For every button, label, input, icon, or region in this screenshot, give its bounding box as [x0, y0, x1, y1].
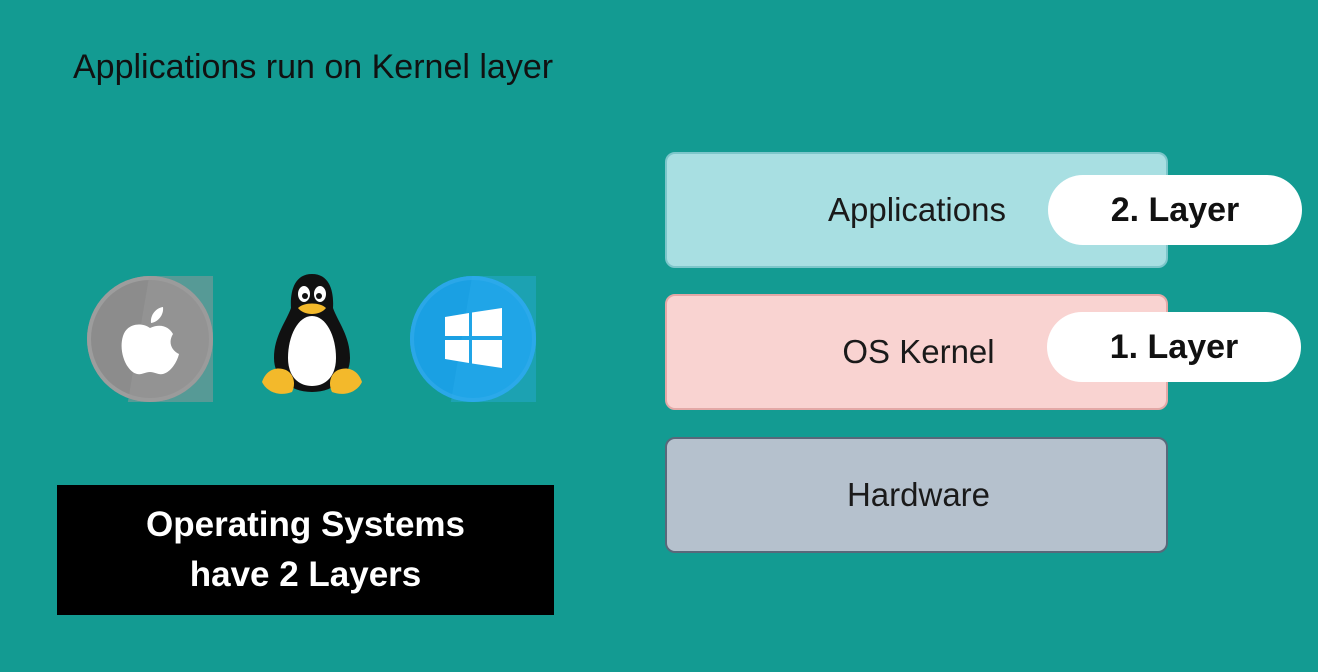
apple-icon — [87, 276, 213, 402]
applications-layer-label: Applications — [828, 191, 1006, 228]
layer-1-badge: 1. Layer — [1047, 312, 1301, 382]
linux-tux-icon — [256, 270, 368, 400]
page-title: Applications run on Kernel layer — [73, 48, 554, 86]
hardware-layer-label: Hardware — [846, 476, 991, 513]
os-kernel-layer-label: OS Kernel — [842, 333, 995, 370]
caption-line-2: have 2 Layers — [189, 555, 422, 594]
caption-line-1: Operating Systems — [146, 505, 465, 544]
caption-box: Operating Systems have 2 Layers — [57, 485, 554, 615]
windows-icon — [410, 276, 536, 402]
hardware-layer: Hardware — [665, 437, 1168, 553]
layer-2-badge: 2. Layer — [1048, 175, 1302, 245]
